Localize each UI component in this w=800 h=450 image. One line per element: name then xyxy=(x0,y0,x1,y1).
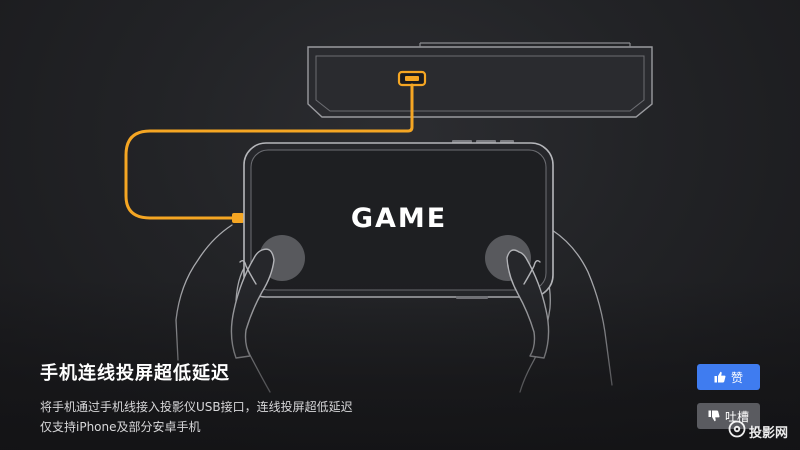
screen-game-text: GAME xyxy=(351,203,447,234)
site-watermark: 投影网 xyxy=(728,420,788,442)
caption-shade xyxy=(0,280,800,450)
phone-device: GAME xyxy=(243,140,554,299)
dislike-label: 吐槽 xyxy=(724,409,749,424)
feature-description-line-1: 将手机通过手机线接入投影仪USB接口，连线投屏超低延迟 xyxy=(40,400,353,414)
projector-body xyxy=(307,42,653,118)
feature-description: 将手机通过手机线接入投影仪USB接口，连线投屏超低延迟 仅支持iPhone及部分… xyxy=(40,397,600,437)
like-label: 赞 xyxy=(730,370,743,385)
like-button[interactable]: 赞 xyxy=(697,364,760,390)
thumbs-up-icon xyxy=(714,371,726,383)
usb-cable xyxy=(124,83,414,220)
projector-logo-icon xyxy=(728,420,746,442)
thumbs-down-icon xyxy=(708,410,720,422)
watermark-text: 投影网 xyxy=(749,425,789,441)
feature-title: 手机连线投屏超低延迟 xyxy=(40,363,230,384)
feature-description-line-2: 仅支持iPhone及部分安卓手机 xyxy=(40,420,201,434)
dislike-button[interactable]: 吐槽 xyxy=(697,403,760,429)
caption-block: 手机连线投屏超低延迟 将手机通过手机线接入投影仪USB接口，连线投屏超低延迟 仅… xyxy=(40,361,600,437)
